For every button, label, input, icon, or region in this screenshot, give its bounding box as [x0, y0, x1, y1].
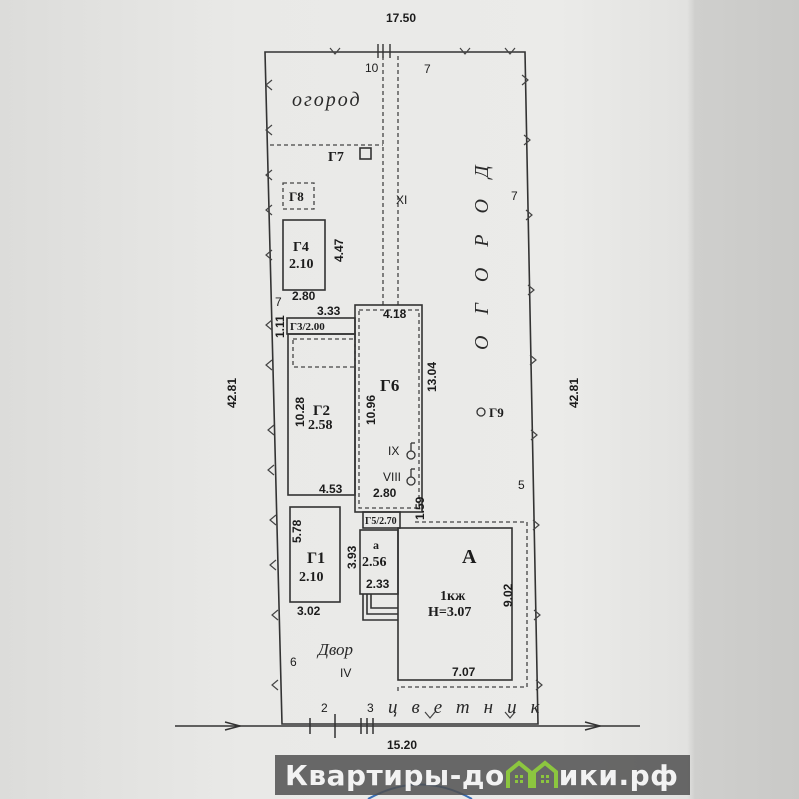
wells — [406, 407, 486, 486]
roman-ix: IX — [388, 444, 399, 458]
top-ticks — [377, 44, 391, 58]
house-a-right: 9.02 — [501, 583, 515, 607]
point-7: 7 — [511, 189, 518, 203]
g8-outline — [282, 182, 315, 210]
house-a-bottom: 7.07 — [452, 665, 476, 679]
zone-garden-top: огород — [292, 89, 362, 111]
g4-width: 2.80 — [292, 289, 316, 303]
zone-garden-right: О Г О Р О Д — [471, 157, 493, 350]
g5-label: Г5/2.70 — [365, 516, 397, 527]
g4-height: 2.10 — [289, 257, 314, 272]
dim-top: 17.50 — [386, 11, 416, 25]
g6-top: 4.18 — [383, 307, 407, 321]
g7-label: Г7 — [328, 150, 344, 165]
roman-iv: IV — [340, 666, 351, 680]
g3-length: 3.33 — [317, 304, 341, 318]
watermark-text-start: Квартиры-до — [285, 758, 505, 792]
g6-bottom: 2.80 — [373, 486, 397, 500]
dim-bottom: 15.20 — [387, 738, 417, 752]
point-10: 10 — [365, 61, 379, 75]
dim-right: 42.81 — [567, 378, 581, 408]
house-a-blind-area — [397, 521, 528, 694]
g1-outline — [289, 506, 341, 603]
point-2: 2 — [321, 701, 328, 715]
g9-label: Г9 — [489, 405, 504, 420]
g3-label: Г3/2.00 — [290, 321, 325, 333]
g5-outline — [362, 511, 401, 529]
zone-flowerbed: цветник — [388, 697, 553, 718]
g4-length: 4.47 — [332, 238, 346, 262]
annex-bottom: 2.33 — [366, 577, 390, 591]
g6-right: 13.04 — [425, 362, 439, 392]
point-3: 3 — [367, 701, 374, 715]
annex-height: 2.56 — [362, 555, 387, 570]
g4-label: Г4 — [293, 240, 309, 255]
point-7: 7 — [275, 295, 282, 309]
g8-label: Г8 — [289, 189, 304, 204]
g4-outline — [282, 219, 326, 291]
boundary-ticks — [265, 47, 543, 719]
porch-steps — [362, 594, 398, 621]
watermark-text-end: ики.рф — [558, 758, 679, 792]
g1-length: 5.78 — [290, 519, 304, 543]
house-a-label: А — [462, 546, 477, 568]
g6-left: 10.96 — [364, 395, 378, 425]
point-6: 6 — [290, 655, 297, 669]
house-a-outline — [397, 527, 513, 681]
roman-viii: VIII — [383, 470, 401, 484]
dim-left: 42.81 — [225, 378, 239, 408]
g1-bottom: 3.02 — [297, 604, 321, 618]
house-logo-icon — [505, 760, 558, 788]
g6-label: Г6 — [380, 376, 399, 395]
g2-outline — [287, 333, 356, 496]
g3-side: 1.11 — [273, 315, 287, 338]
point-5: 5 — [518, 478, 525, 492]
g7-marker — [359, 147, 372, 160]
g1-label: Г1 — [307, 550, 325, 567]
annex-label: а — [373, 538, 379, 552]
g2-height: 2.58 — [308, 418, 333, 433]
house-a-height: Н=3.07 — [428, 605, 471, 620]
g1-height: 2.10 — [299, 570, 324, 585]
house-a-floors: 1кж — [440, 589, 466, 604]
annex-side: 3.93 — [345, 545, 359, 569]
g2-label: Г2 — [313, 403, 330, 419]
watermark-banner: Квартиры-до ики.рф — [275, 755, 690, 795]
g2-bottom: 4.53 — [319, 482, 343, 496]
g6-side: 1.59 — [413, 496, 427, 520]
g2-inner — [292, 338, 356, 368]
zone-yard: Двор — [316, 640, 353, 659]
g6-inner — [358, 309, 420, 509]
g2-length: 10.28 — [293, 397, 307, 427]
roman-xi: XI — [396, 193, 407, 207]
road-ticks — [224, 714, 603, 738]
point-7: 7 — [424, 62, 431, 76]
plot-boundary — [264, 51, 539, 725]
